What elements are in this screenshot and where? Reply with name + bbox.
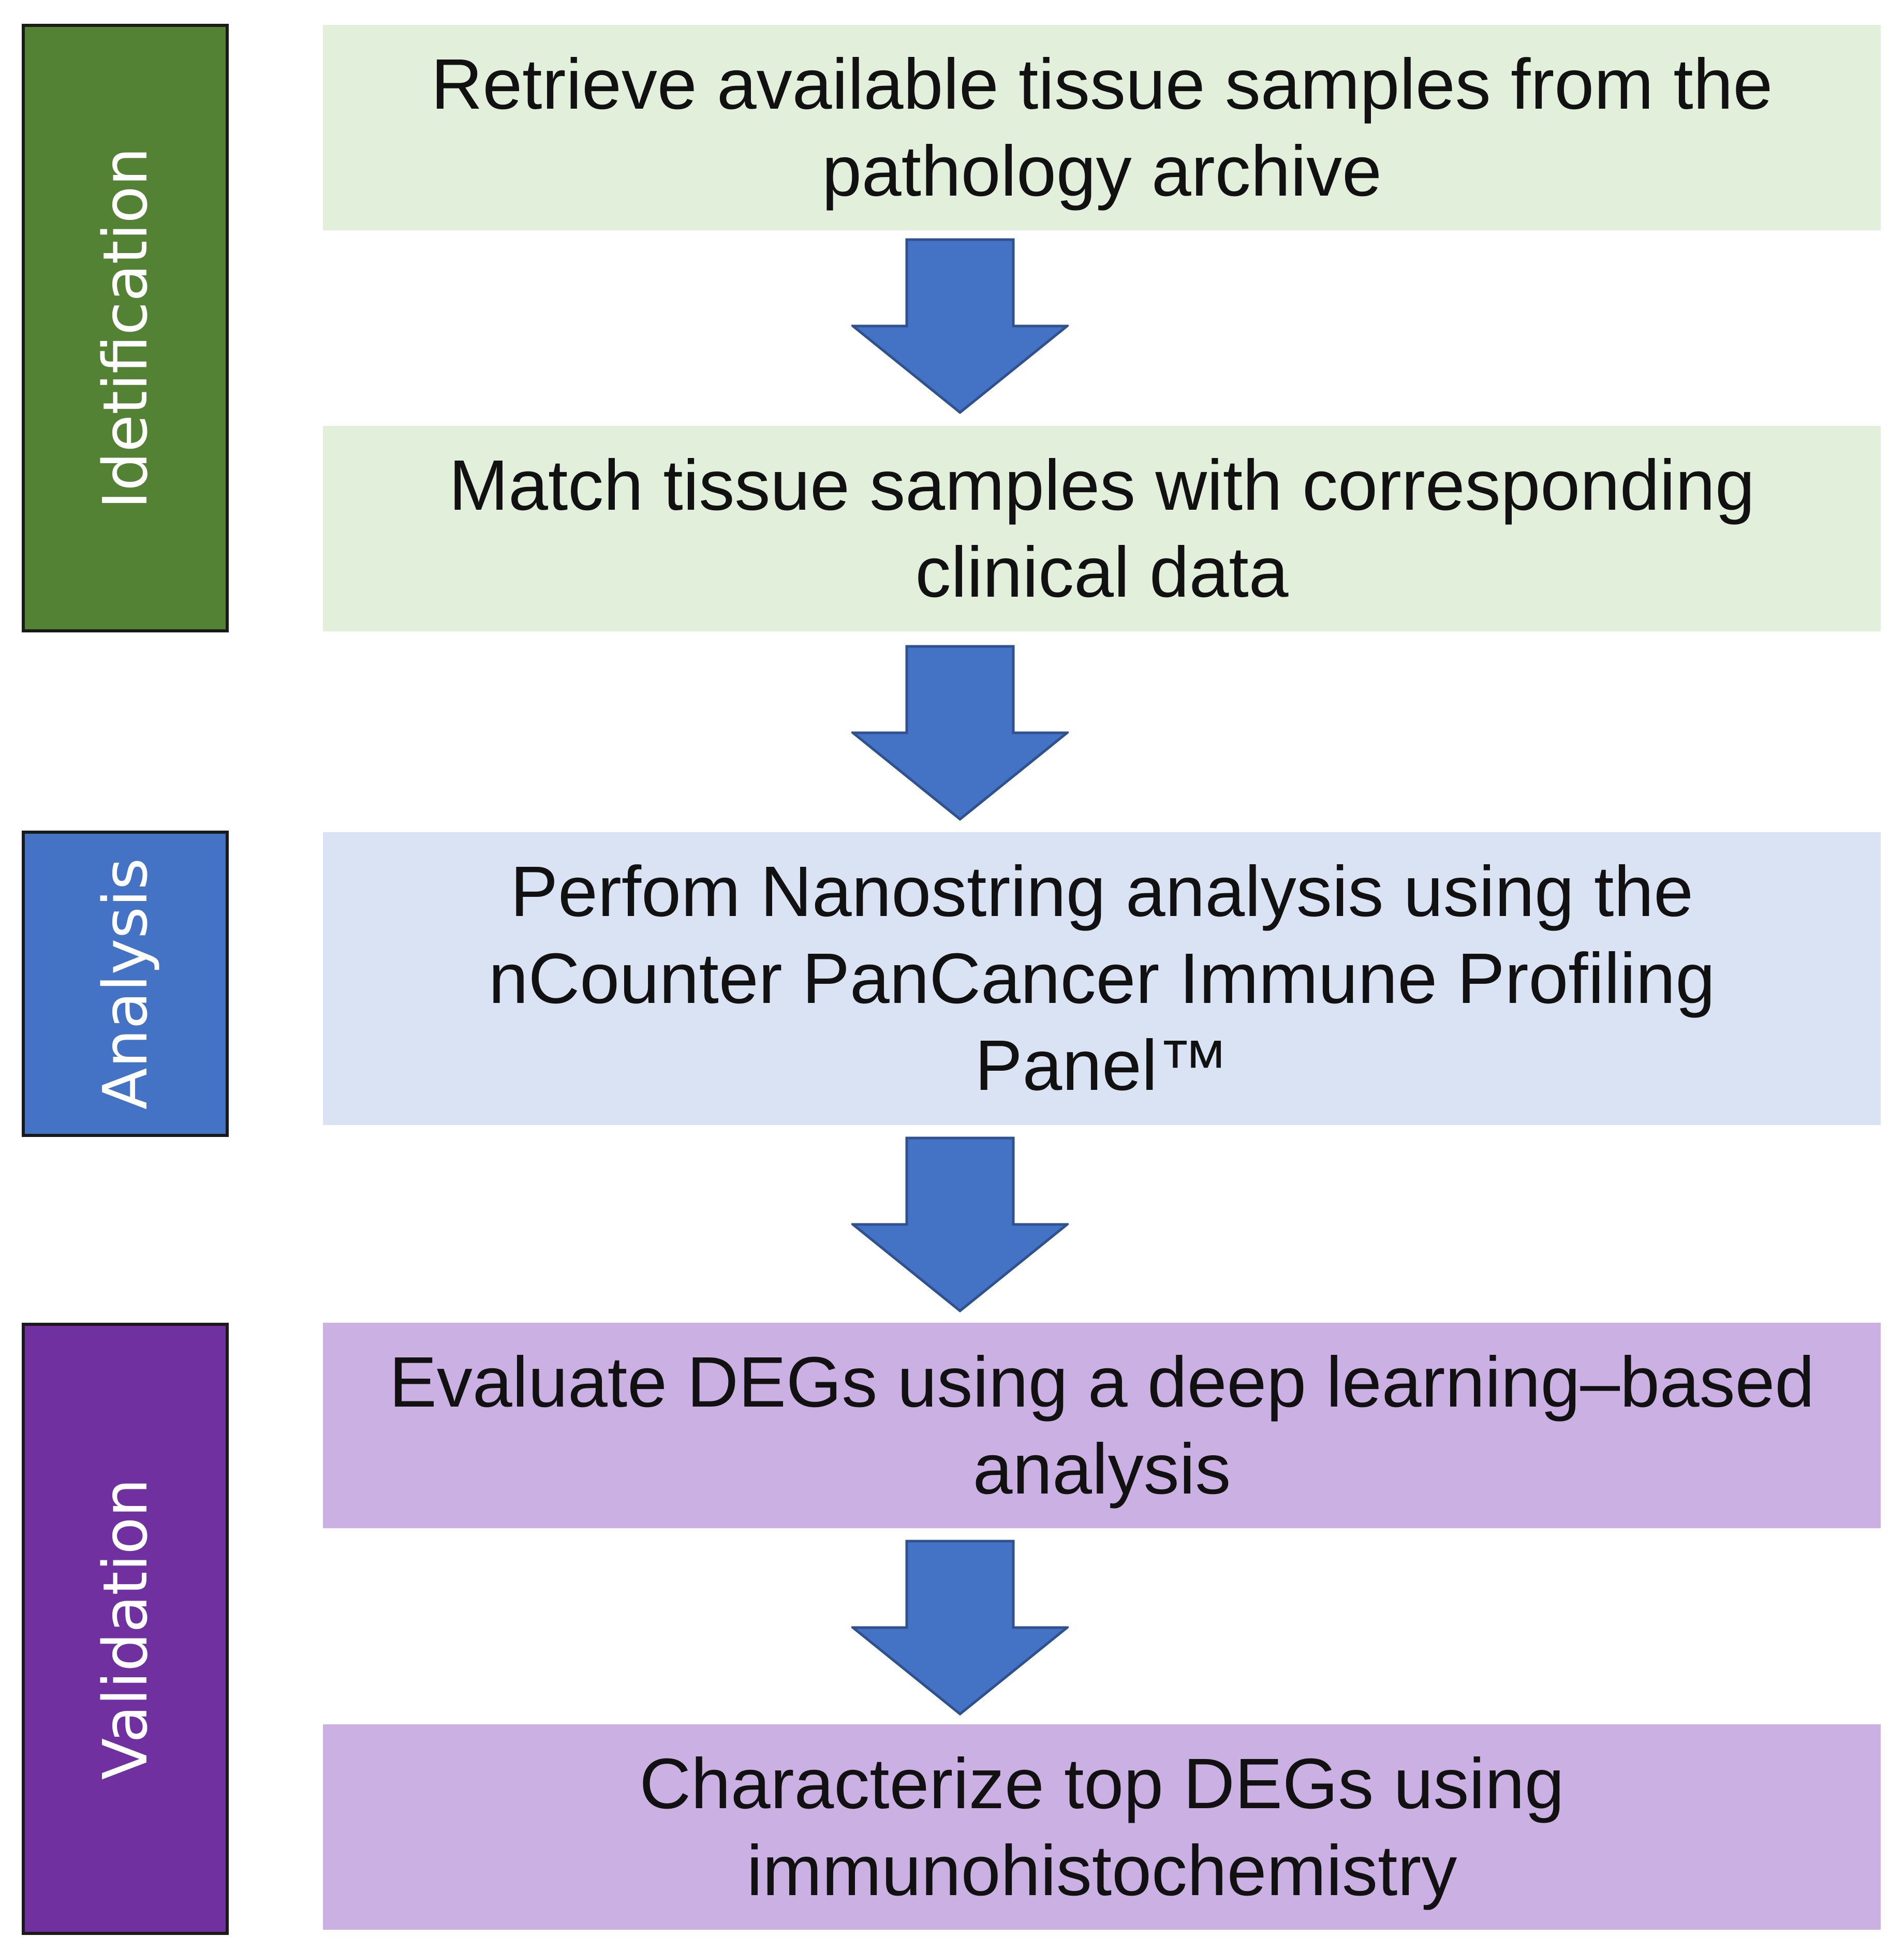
phase-identification: Idetification: [22, 24, 229, 632]
step-retrieve-samples-text: Retrieve available tissue samples from t…: [431, 44, 1773, 211]
step-retrieve-samples: Retrieve available tissue samples from t…: [323, 25, 1881, 230]
phase-identification-label: Idetification: [90, 147, 161, 509]
down-arrow-icon: [851, 238, 1069, 414]
down-arrow-icon: [851, 1136, 1069, 1312]
step-evaluate-degs: Evaluate DEGs using a deep learning–base…: [323, 1323, 1881, 1528]
step-nanostring-analysis: Perfom Nanostring analysis using the nCo…: [323, 832, 1881, 1125]
step-characterize-degs-text: Characterize top DEGs using immunohistoc…: [639, 1743, 1564, 1911]
step-match-clinical-data: Match tissue samples with corresponding …: [323, 426, 1881, 631]
step-match-clinical-data-text: Match tissue samples with corresponding …: [449, 445, 1755, 612]
step-evaluate-degs-text: Evaluate DEGs using a deep learning–base…: [389, 1342, 1815, 1509]
phase-validation-label: Validation: [90, 1478, 161, 1780]
down-arrow-icon: [851, 645, 1069, 821]
step-nanostring-analysis-text: Perfom Nanostring analysis using the nCo…: [488, 852, 1716, 1105]
phase-analysis: Analysis: [22, 831, 229, 1137]
phase-validation: Validation: [22, 1323, 229, 1935]
step-characterize-degs: Characterize top DEGs using immunohistoc…: [323, 1724, 1881, 1930]
phase-analysis-label: Analysis: [90, 858, 161, 1110]
down-arrow-icon: [851, 1540, 1069, 1716]
